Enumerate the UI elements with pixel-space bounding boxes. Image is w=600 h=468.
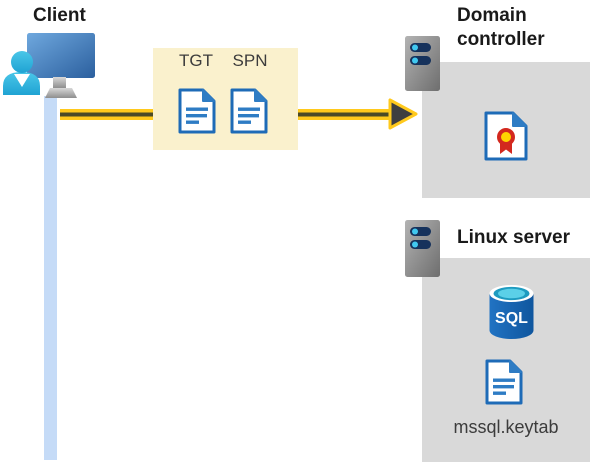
tgt-label: TGT: [179, 51, 213, 70]
keytab-document-icon: [485, 359, 523, 405]
arrow-head-icon: [388, 98, 418, 130]
sql-label: SQL: [495, 310, 528, 327]
sql-database-icon: SQL: [488, 285, 535, 340]
keytab-filename-label: mssql.keytab: [453, 417, 559, 437]
ticket-highlight-box: [153, 48, 298, 150]
domain-controller-title: Domain controller: [457, 5, 545, 50]
spn-document-icon: [230, 88, 268, 134]
user-monitor-icon: [3, 33, 97, 99]
spn-label: SPN: [232, 51, 268, 70]
connection-line: [44, 96, 57, 460]
server-icon: [405, 220, 440, 277]
client-title: Client: [33, 5, 86, 26]
server-icon: [405, 36, 440, 91]
certificate-icon: [484, 111, 528, 161]
linux-server-title: Linux server: [457, 227, 570, 248]
tgt-document-icon: [178, 88, 216, 134]
